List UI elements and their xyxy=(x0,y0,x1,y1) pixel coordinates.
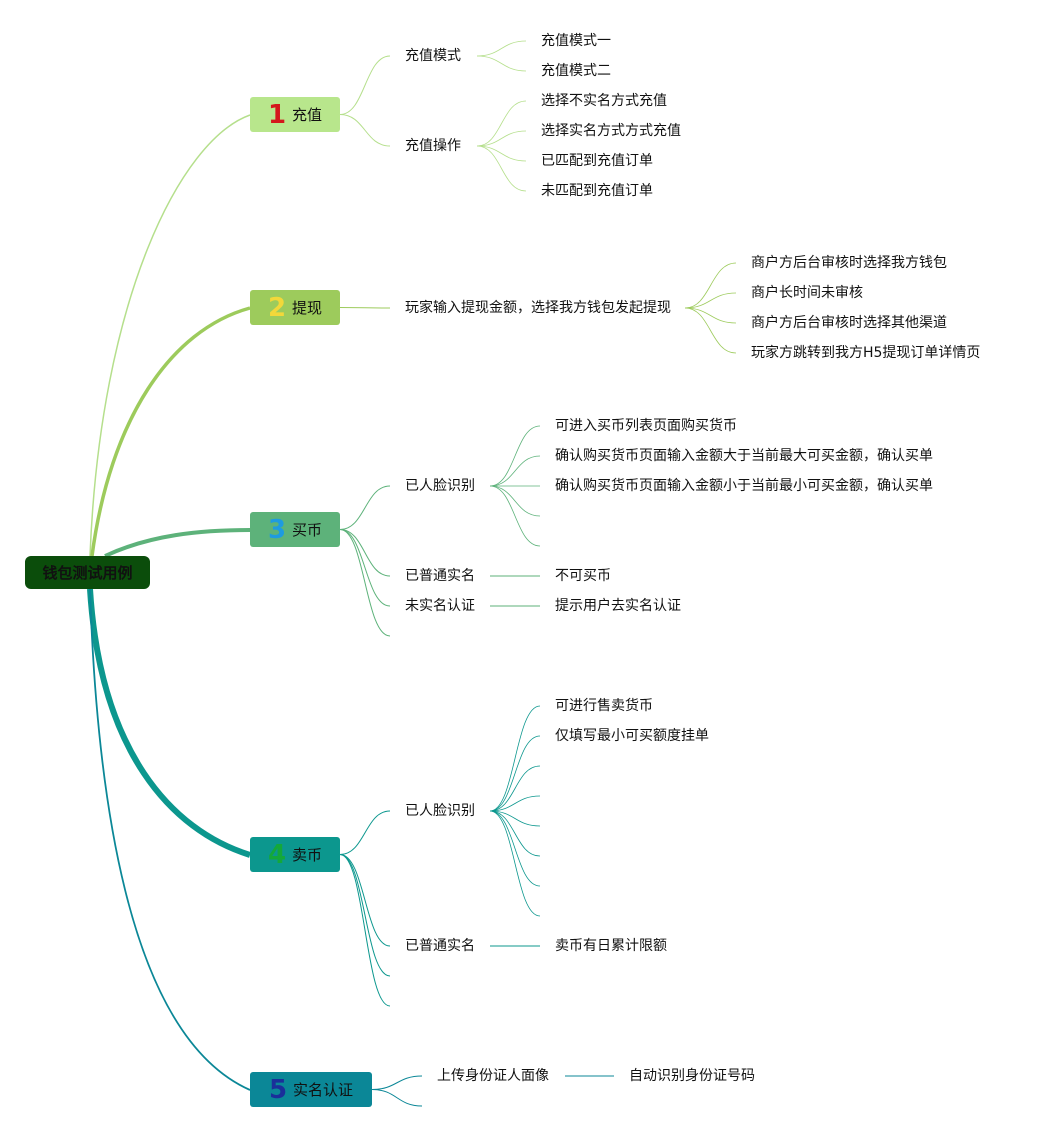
child-to-leaf-line xyxy=(489,810,541,857)
leaf-node[interactable]: 可进行售卖货币 xyxy=(555,698,653,714)
leaf-node[interactable]: 已匹配到充值订单 xyxy=(541,153,653,169)
branch-to-child-line xyxy=(371,1089,423,1107)
root-node[interactable]: 钱包测试用例 xyxy=(25,556,150,589)
leaf-node[interactable]: 商户方后台审核时选择其他渠道 xyxy=(751,315,947,331)
leaf-node[interactable]: 确认购买货币页面输入金额大于当前最大可买金额，确认买单 xyxy=(555,448,933,464)
child-to-leaf-line xyxy=(489,485,541,547)
root-label: 钱包测试用例 xyxy=(42,564,133,582)
leaf-node[interactable]: 商户方后台审核时选择我方钱包 xyxy=(751,255,947,271)
number-3-icon: 3 xyxy=(267,514,287,545)
child-node[interactable]: 已普通实名 xyxy=(405,938,475,954)
branch-to-child-line xyxy=(339,529,391,607)
child-to-leaf-line xyxy=(476,145,527,192)
branch-to-child-line xyxy=(339,485,391,530)
child-node[interactable]: 玩家输入提现金额，选择我方钱包发起提现 xyxy=(405,300,671,316)
branch-to-child-line xyxy=(339,55,391,115)
child-node[interactable]: 已普通实名 xyxy=(405,568,475,584)
child-node[interactable]: 已人脸识别 xyxy=(405,478,475,494)
leaf-node[interactable]: 充值模式一 xyxy=(541,33,611,49)
branch-to-child-line xyxy=(339,854,391,977)
root-to-branch-4-line xyxy=(87,588,251,858)
child-node[interactable]: 上传身份证人面像 xyxy=(437,1068,549,1084)
child-to-leaf-line xyxy=(476,55,527,72)
child-node[interactable]: 已人脸识别 xyxy=(405,803,475,819)
child-to-leaf-line xyxy=(489,425,541,487)
child-to-leaf-line xyxy=(476,130,527,147)
branch-node-3[interactable]: 3 买币 xyxy=(250,512,340,547)
branch-node-2[interactable]: 2 提现 xyxy=(250,290,340,325)
number-1-icon: 1 xyxy=(267,99,287,130)
leaf-node[interactable]: 仅填写最小可买额度挂单 xyxy=(555,728,709,744)
branch-to-child-line xyxy=(339,307,391,309)
branch-label: 买币 xyxy=(292,521,323,539)
child-to-leaf-line xyxy=(476,40,527,57)
child-to-leaf-line xyxy=(684,292,737,309)
branch-to-child-line xyxy=(339,529,391,637)
child-to-leaf-line xyxy=(489,765,541,812)
branch-to-child-line xyxy=(371,1075,423,1090)
leaf-node[interactable]: 选择不实名方式充值 xyxy=(541,93,667,109)
branch-to-child-line xyxy=(339,810,391,855)
child-node[interactable]: 充值操作 xyxy=(405,138,461,154)
leaf-node[interactable]: 选择实名方式方式充值 xyxy=(541,123,681,139)
leaf-node[interactable]: 充值模式二 xyxy=(541,63,611,79)
child-to-leaf-line xyxy=(489,810,541,887)
child-to-leaf-line xyxy=(489,705,541,812)
child-to-leaf-line xyxy=(684,307,737,354)
branch-label: 卖币 xyxy=(292,846,323,864)
leaf-node[interactable]: 不可买币 xyxy=(555,568,611,584)
child-to-leaf-line xyxy=(489,795,541,812)
child-to-leaf-line xyxy=(684,262,737,309)
number-5-icon: 5 xyxy=(268,1074,288,1105)
branch-node-1[interactable]: 1 充值 xyxy=(250,97,340,132)
leaf-node[interactable]: 提示用户去实名认证 xyxy=(555,598,681,614)
child-to-leaf-line xyxy=(476,100,527,147)
branch-label: 充值 xyxy=(292,106,323,124)
leaf-node[interactable]: 自动识别身份证号码 xyxy=(629,1068,755,1084)
leaf-node[interactable]: 未匹配到充值订单 xyxy=(541,183,653,199)
branch-label: 实名认证 xyxy=(293,1081,354,1099)
root-to-branch-3-line xyxy=(104,528,251,558)
branch-to-child-line xyxy=(339,854,391,1007)
child-to-leaf-line xyxy=(489,455,541,487)
leaf-node[interactable]: 商户长时间未审核 xyxy=(751,285,863,301)
child-to-leaf-line xyxy=(489,810,541,917)
number-4-icon: 4 xyxy=(267,839,287,870)
child-to-leaf-line xyxy=(489,735,541,812)
child-node[interactable]: 充值模式 xyxy=(405,48,461,64)
child-to-leaf-line xyxy=(684,307,737,324)
leaf-node[interactable]: 确认购买货币页面输入金额小于当前最小可买金额，确认买单 xyxy=(555,478,933,494)
leaf-node[interactable]: 卖币有日累计限额 xyxy=(555,938,667,954)
child-to-leaf-line xyxy=(476,145,527,162)
branch-node-4[interactable]: 4 卖币 xyxy=(250,837,340,872)
leaf-node[interactable]: 玩家方跳转到我方H5提现订单详情页 xyxy=(751,345,981,361)
child-node[interactable]: 未实名认证 xyxy=(405,598,475,614)
number-2-icon: 2 xyxy=(267,292,287,323)
root-to-branch-2-line xyxy=(90,306,251,557)
root-to-branch-1-line xyxy=(89,114,251,557)
child-to-leaf-line xyxy=(489,485,541,517)
branch-label: 提现 xyxy=(292,299,323,317)
branch-to-child-line xyxy=(339,114,391,147)
branch-to-child-line xyxy=(339,529,391,577)
leaf-node[interactable]: 可进入买币列表页面购买货币 xyxy=(555,418,737,434)
root-to-branch-5-line xyxy=(89,588,251,1091)
child-to-leaf-line xyxy=(489,810,541,827)
branch-node-5[interactable]: 5 实名认证 xyxy=(250,1072,372,1107)
